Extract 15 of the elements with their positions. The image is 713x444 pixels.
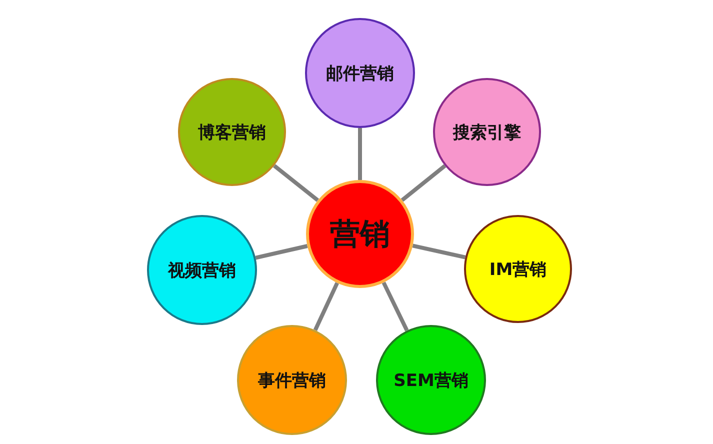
connector-line — [412, 244, 466, 260]
node-label: 邮件营销 — [326, 62, 394, 84]
connector-line — [313, 282, 340, 331]
connector-line — [255, 244, 308, 260]
connector-line — [272, 164, 320, 202]
connector-line — [358, 128, 362, 180]
node-label: 博客营销 — [198, 122, 266, 144]
connector-line — [382, 282, 409, 332]
node-label: 事件营销 — [258, 370, 326, 392]
node-label: 营销 — [330, 216, 390, 254]
connector-line — [400, 164, 446, 202]
node-label: SEM营销 — [394, 370, 468, 392]
node-label: 视频营销 — [168, 260, 236, 282]
node-label: IM营销 — [489, 258, 547, 280]
node-label: 搜索引擎 — [453, 122, 521, 144]
